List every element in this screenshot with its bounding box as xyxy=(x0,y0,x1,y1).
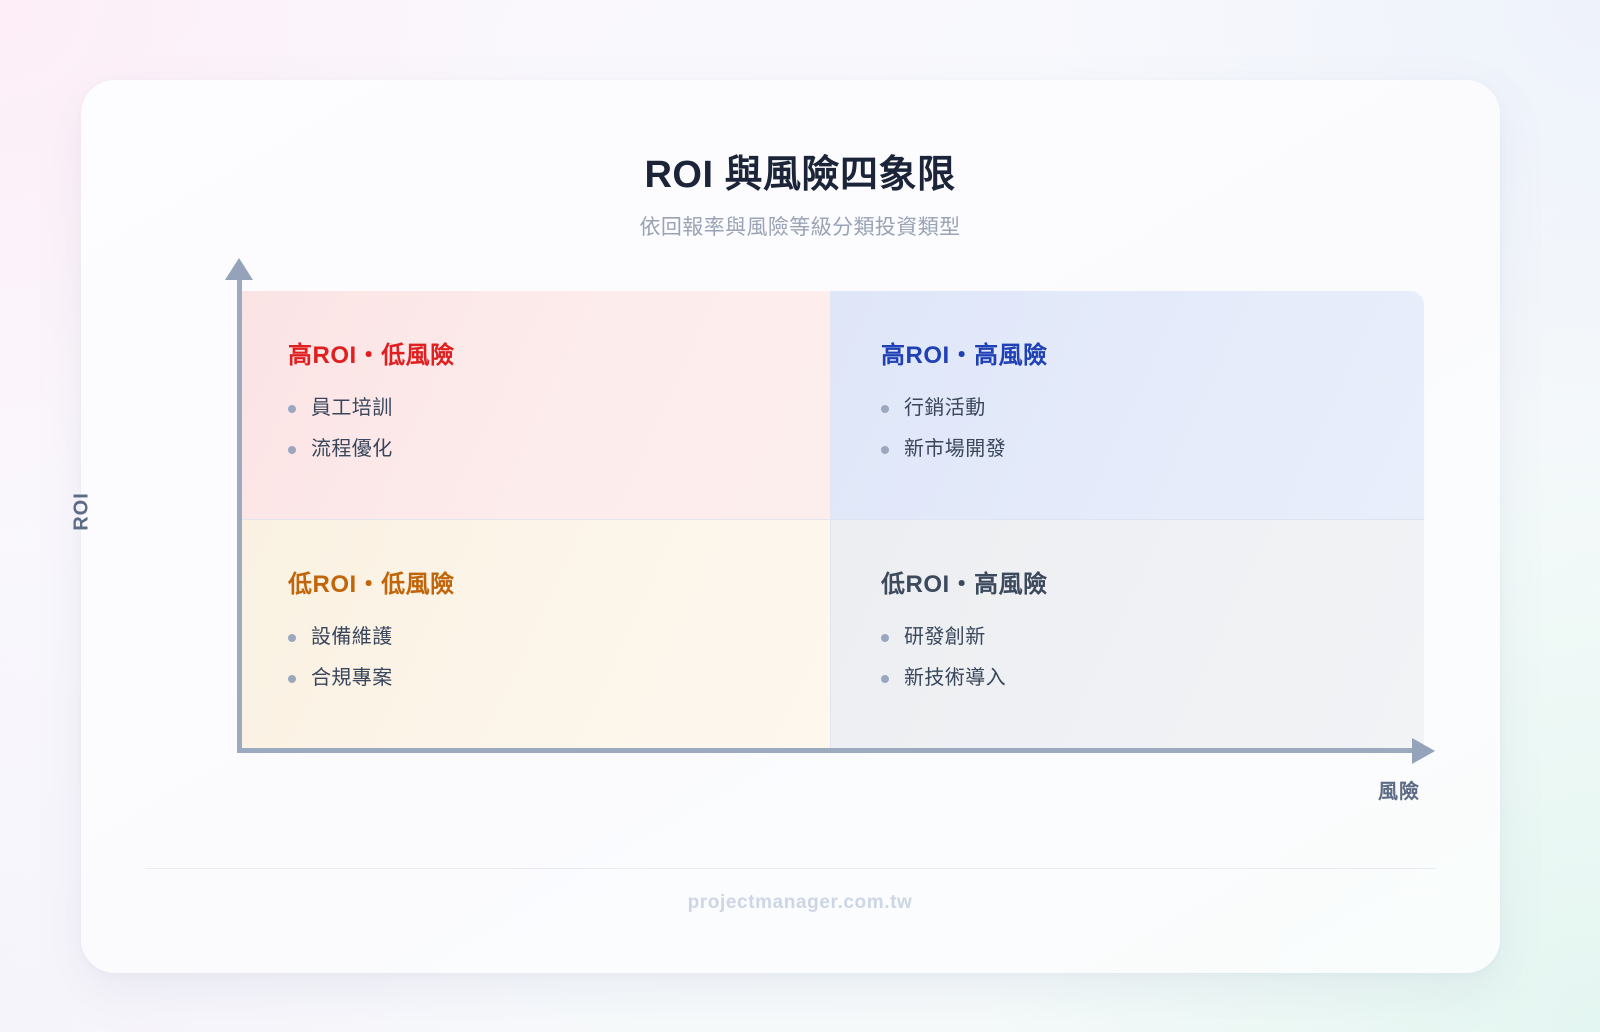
list-item-label: 行銷活動 xyxy=(904,397,986,419)
list-item: 新市場開發 xyxy=(881,439,1424,459)
list-item-label: 新市場開發 xyxy=(904,438,1006,460)
y-axis-label: ROI xyxy=(70,492,93,531)
y-axis-arrow-icon xyxy=(225,258,253,280)
list-item-label: 流程優化 xyxy=(311,438,393,460)
quadrant-high-roi-high-risk: 高ROI・高風險 行銷活動 新市場開發 xyxy=(831,291,1424,520)
x-axis-arrow-icon xyxy=(1412,738,1435,764)
bullet-icon xyxy=(288,446,296,454)
quadrant-item-list: 設備維護 合規專案 xyxy=(288,627,830,688)
bullet-icon xyxy=(288,675,296,683)
list-item-label: 設備維護 xyxy=(311,626,393,648)
list-item-label: 新技術導入 xyxy=(904,667,1006,689)
bullet-icon xyxy=(881,675,889,683)
page-subtitle: 依回報率與風險等級分類投資類型 xyxy=(639,216,961,239)
footer-site-label: projectmanager.com.tw xyxy=(687,892,913,913)
bullet-icon xyxy=(881,634,889,642)
bullet-icon xyxy=(288,405,296,413)
y-axis-line xyxy=(237,276,242,751)
list-item: 流程優化 xyxy=(288,439,830,459)
footer-divider xyxy=(145,868,1436,869)
quadrant-item-list: 研發創新 新技術導入 xyxy=(881,627,1424,688)
list-item: 研發創新 xyxy=(881,627,1424,647)
list-item-label: 員工培訓 xyxy=(311,397,393,419)
bullet-icon xyxy=(881,405,889,413)
x-axis-line xyxy=(237,748,1417,753)
list-item: 設備維護 xyxy=(288,627,830,647)
list-item: 合規專案 xyxy=(288,668,830,688)
bullet-icon xyxy=(288,634,296,642)
quadrant-matrix: 高ROI・低風險 員工培訓 流程優化 高ROI・高風險 行銷活動 新市場開發 低… xyxy=(238,291,1424,749)
quadrant-heading: 低ROI・高風險 xyxy=(881,571,1048,598)
bullet-icon xyxy=(881,446,889,454)
quadrant-high-roi-low-risk: 高ROI・低風險 員工培訓 流程優化 xyxy=(238,291,831,520)
list-item: 員工培訓 xyxy=(288,398,830,418)
list-item: 新技術導入 xyxy=(881,668,1424,688)
list-item-label: 研發創新 xyxy=(904,626,986,648)
page-title: ROI 與風險四象限 xyxy=(644,154,956,196)
list-item: 行銷活動 xyxy=(881,398,1424,418)
quadrant-item-list: 行銷活動 新市場開發 xyxy=(881,398,1424,459)
quadrant-item-list: 員工培訓 流程優化 xyxy=(288,398,830,459)
quadrant-low-roi-low-risk: 低ROI・低風險 設備維護 合規專案 xyxy=(238,520,831,749)
quadrant-heading: 高ROI・低風險 xyxy=(288,342,455,369)
list-item-label: 合規專案 xyxy=(311,667,393,689)
quadrant-grid: 高ROI・低風險 員工培訓 流程優化 高ROI・高風險 行銷活動 新市場開發 低… xyxy=(238,291,1424,749)
quadrant-low-roi-high-risk: 低ROI・高風險 研發創新 新技術導入 xyxy=(831,520,1424,749)
quadrant-heading: 高ROI・高風險 xyxy=(881,342,1048,369)
x-axis-label: 風險 xyxy=(1378,781,1420,803)
quadrant-heading: 低ROI・低風險 xyxy=(288,571,455,598)
